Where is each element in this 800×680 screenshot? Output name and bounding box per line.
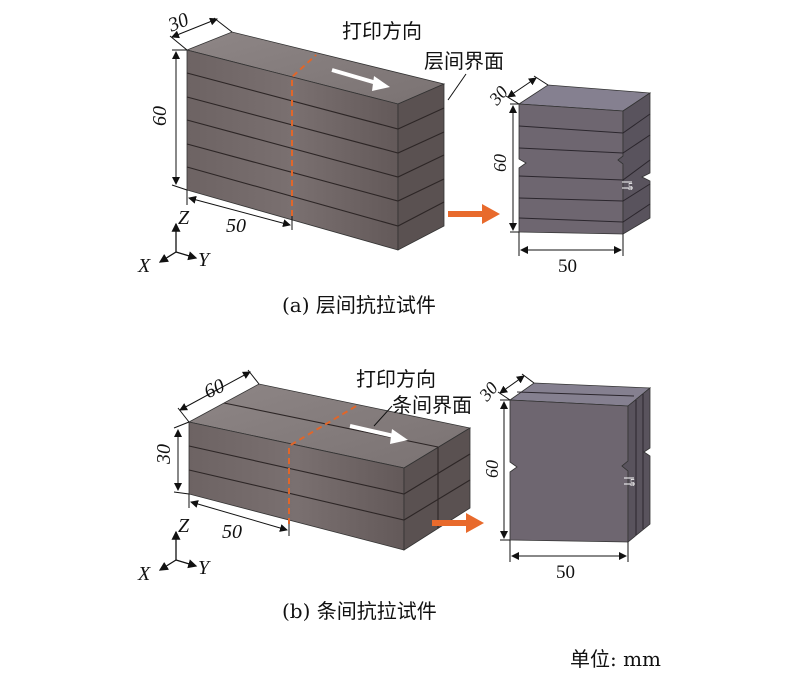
block-side-face <box>403 427 471 551</box>
panel-b-axis-z: Z <box>178 515 190 537</box>
unit-label: 单位: mm <box>570 647 661 671</box>
layer-lines <box>186 72 445 227</box>
panel-b-specimen-dimensions <box>497 373 634 562</box>
panel-b-print-direction-label: 打印方向 <box>356 367 436 391</box>
panel-b-axes <box>158 530 198 571</box>
panel-b: 60 30 50 打印方向 条间界面 Z X Y <box>137 367 652 623</box>
panel-b-specimen-height-label: 60 <box>482 460 502 478</box>
panel-b-transform-arrow <box>432 513 484 533</box>
panel-a-print-direction-label: 打印方向 <box>342 19 422 43</box>
panel-a-axis-x: X <box>137 255 151 277</box>
panel-b-specimen <box>508 382 652 543</box>
panel-a-specimen-length-label: 50 <box>558 256 577 277</box>
panel-b-caption: (b) 条间抗拉试件 <box>282 599 437 623</box>
panel-a-transform-arrow <box>448 204 500 224</box>
panel-a-caption: (a) 层间抗拉试件 <box>282 293 436 317</box>
specimen-strip-lines <box>516 391 644 535</box>
panel-a-specimen-dimensions <box>505 75 632 256</box>
panel-b-axis-y: Y <box>198 557 211 579</box>
panel-a-interface-leader <box>447 73 467 101</box>
print-direction-arrow <box>349 424 399 439</box>
panel-b-block-length-label: 50 <box>222 521 242 543</box>
panel-a-block-dimensions <box>169 17 293 230</box>
panel-b-block-height-label: 30 <box>153 444 175 465</box>
panel-a-specimen-width-label: 30 <box>484 82 512 109</box>
panel-b-block-width-label: 60 <box>201 375 228 403</box>
print-direction-arrowhead <box>390 429 408 444</box>
panel-a-block-height-label: 60 <box>149 106 171 126</box>
panel-b-notch-label: 5 <box>630 478 635 489</box>
panel-a-block-length-label: 50 <box>226 215 246 237</box>
specimen-front-face <box>518 103 624 235</box>
print-direction-arrowhead <box>372 76 390 91</box>
panel-a-block-width-label: 30 <box>164 9 192 37</box>
block-side-face <box>397 83 445 251</box>
print-direction-arrow <box>331 68 381 86</box>
panel-a-axes <box>158 222 198 263</box>
panel-b-block <box>187 383 472 551</box>
panel-a-specimen-height-label: 60 <box>490 154 510 172</box>
print-path-dashed-line <box>288 404 359 524</box>
panel-a-axis-z: Z <box>178 207 190 229</box>
panel-b-interface-leader <box>373 405 393 427</box>
specimen-layer-lines <box>518 113 651 223</box>
panel-a-notch-label: 5 <box>628 182 633 193</box>
panel-b-interface-label: 条间界面 <box>392 393 472 417</box>
panel-a-axis-y: Y <box>198 249 211 271</box>
print-path-dashed-line <box>291 54 317 216</box>
panel-a-interface-label: 层间界面 <box>424 49 504 73</box>
panel-b-block-dimensions <box>173 369 290 536</box>
panel-b-axis-x: X <box>137 563 151 585</box>
specimen-front-face <box>509 399 629 543</box>
panel-b-specimen-length-label: 50 <box>556 562 575 583</box>
panel-b-specimen-width-label: 30 <box>474 378 502 405</box>
panel-a-specimen <box>517 84 652 235</box>
panel-a: 30 60 50 打印方向 层间界面 Z X Y <box>137 9 652 317</box>
